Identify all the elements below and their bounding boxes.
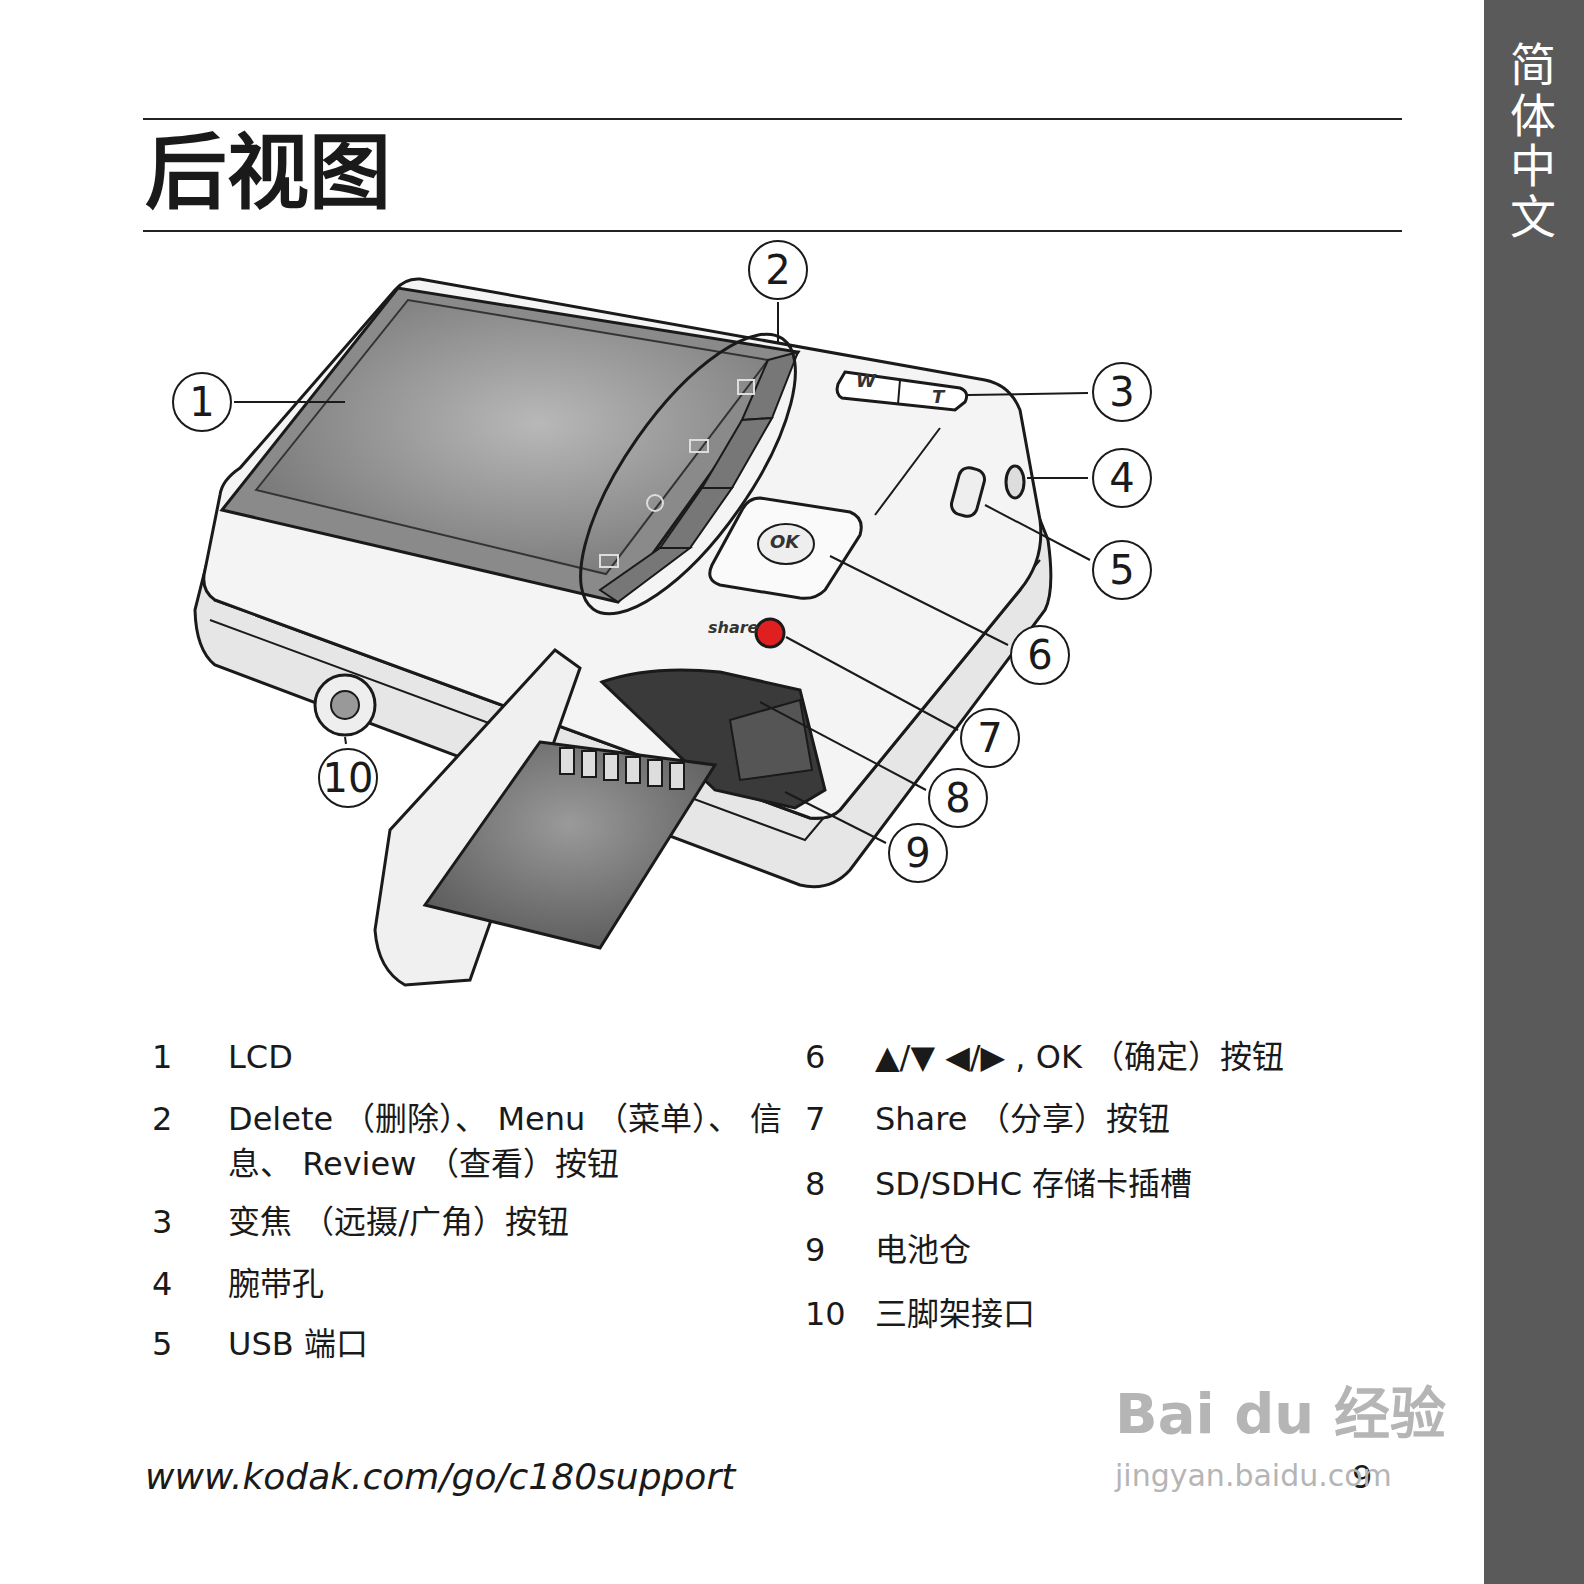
button-marking: share bbox=[708, 620, 758, 636]
item-number: 3 bbox=[152, 1200, 172, 1245]
item-text: 腕带孔 bbox=[228, 1262, 324, 1307]
callout-number: 5 bbox=[1092, 540, 1152, 600]
item-text: SD/SDHC 存储卡插槽 bbox=[875, 1162, 1192, 1207]
item-number: 4 bbox=[152, 1262, 172, 1307]
watermark: Bai du 经验 bbox=[1115, 1380, 1446, 1447]
item-number: 7 bbox=[805, 1097, 825, 1142]
item-number: 10 bbox=[805, 1292, 846, 1337]
item-text: LCD bbox=[228, 1035, 293, 1080]
callout-number: 2 bbox=[748, 240, 808, 300]
watermark: jingyan.baidu.com bbox=[1115, 1458, 1392, 1494]
item-text: 电池仓 bbox=[875, 1228, 971, 1273]
callout-number: 9 bbox=[888, 823, 948, 883]
callout-number: 8 bbox=[928, 768, 988, 828]
footer-url: www.kodak.com/go/c180support bbox=[145, 1455, 735, 1498]
side-tab-text: 简体中文 bbox=[1510, 40, 1556, 242]
callout-number: 10 bbox=[318, 748, 378, 808]
item-text: 变焦 （远摄/广角）按钮 bbox=[228, 1200, 569, 1245]
button-marking: OK bbox=[770, 533, 799, 551]
button-marking: T bbox=[932, 388, 944, 406]
callout-number: 7 bbox=[960, 708, 1020, 768]
callout-number: 3 bbox=[1092, 362, 1152, 422]
item-text: Share （分享）按钮 bbox=[875, 1097, 1170, 1142]
button-marking: W bbox=[856, 372, 876, 390]
item-text: 三脚架接口 bbox=[875, 1292, 1035, 1337]
item-number: 8 bbox=[805, 1162, 825, 1207]
item-text: Delete （删除）、 Menu （菜单）、 信息、 Review （查看）按… bbox=[228, 1097, 788, 1187]
callout-number: 6 bbox=[1010, 625, 1070, 685]
item-number: 1 bbox=[152, 1035, 172, 1080]
callout-number: 1 bbox=[172, 372, 232, 432]
item-number: 9 bbox=[805, 1228, 825, 1273]
item-number: 5 bbox=[152, 1322, 172, 1367]
item-number: 2 bbox=[152, 1097, 172, 1142]
item-number: 6 bbox=[805, 1035, 825, 1080]
page-title: 后视图 bbox=[145, 128, 391, 218]
callout-number: 4 bbox=[1092, 448, 1152, 508]
item-text: ▲/▼ ◀/▶ , OK （确定）按钮 bbox=[875, 1035, 1284, 1080]
item-text: USB 端口 bbox=[228, 1322, 368, 1367]
